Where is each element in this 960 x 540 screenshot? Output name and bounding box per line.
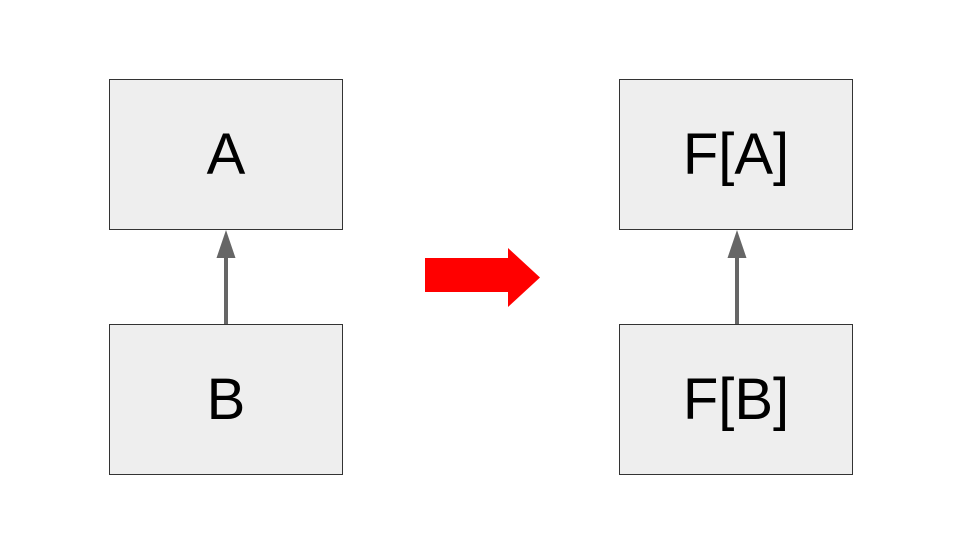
red-right-arrow-icon [425, 248, 540, 307]
up-arrow-fb-to-fa-head-icon [727, 230, 747, 258]
box-f-of-a-label: F[A] [682, 121, 790, 187]
up-arrow-fb-to-fa [727, 230, 747, 324]
box-b-label: B [206, 366, 246, 432]
box-a-label: A [206, 121, 246, 187]
box-f-of-b-label: F[B] [682, 366, 790, 432]
box-b: B [109, 324, 343, 475]
box-f-of-a: F[A] [619, 79, 853, 230]
box-a: A [109, 79, 343, 230]
up-arrow-b-to-a-head-icon [216, 230, 236, 258]
up-arrow-b-to-a [216, 230, 236, 324]
box-f-of-b: F[B] [619, 324, 853, 475]
